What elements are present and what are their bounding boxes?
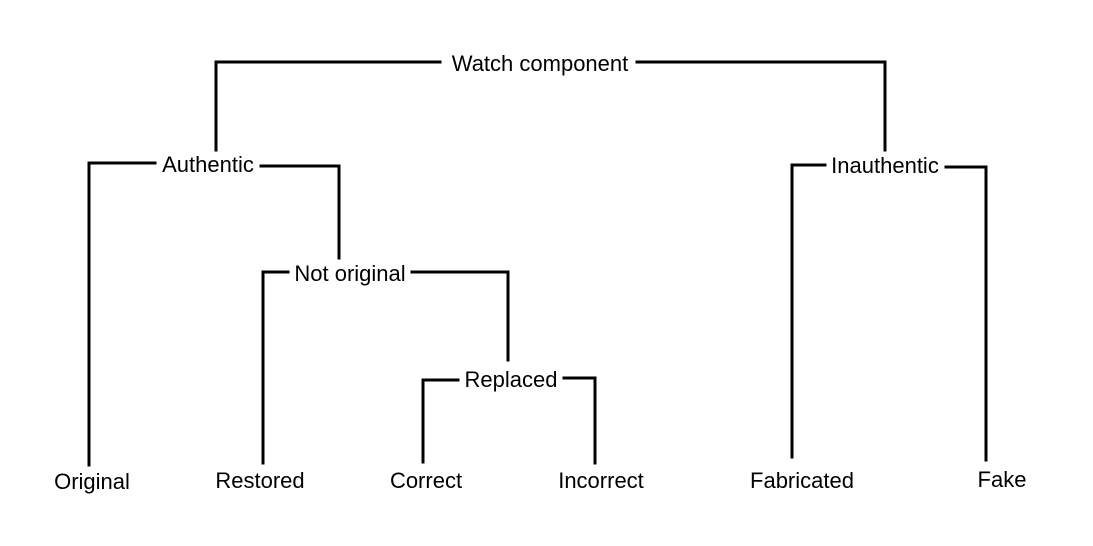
leaf-fake: Fake xyxy=(974,467,1030,493)
node-watch-component: Watch component xyxy=(448,51,632,77)
leaf-correct: Correct xyxy=(386,468,466,494)
node-replaced: Replaced xyxy=(461,367,561,393)
node-inauthentic: Inauthentic xyxy=(828,153,942,179)
leaf-incorrect: Incorrect xyxy=(555,468,647,494)
leaf-restored: Restored xyxy=(212,468,308,494)
node-not-original: Not original xyxy=(291,261,409,287)
node-authentic: Authentic xyxy=(159,152,257,178)
leaf-original: Original xyxy=(51,469,133,495)
leaf-fabricated: Fabricated xyxy=(747,468,857,494)
